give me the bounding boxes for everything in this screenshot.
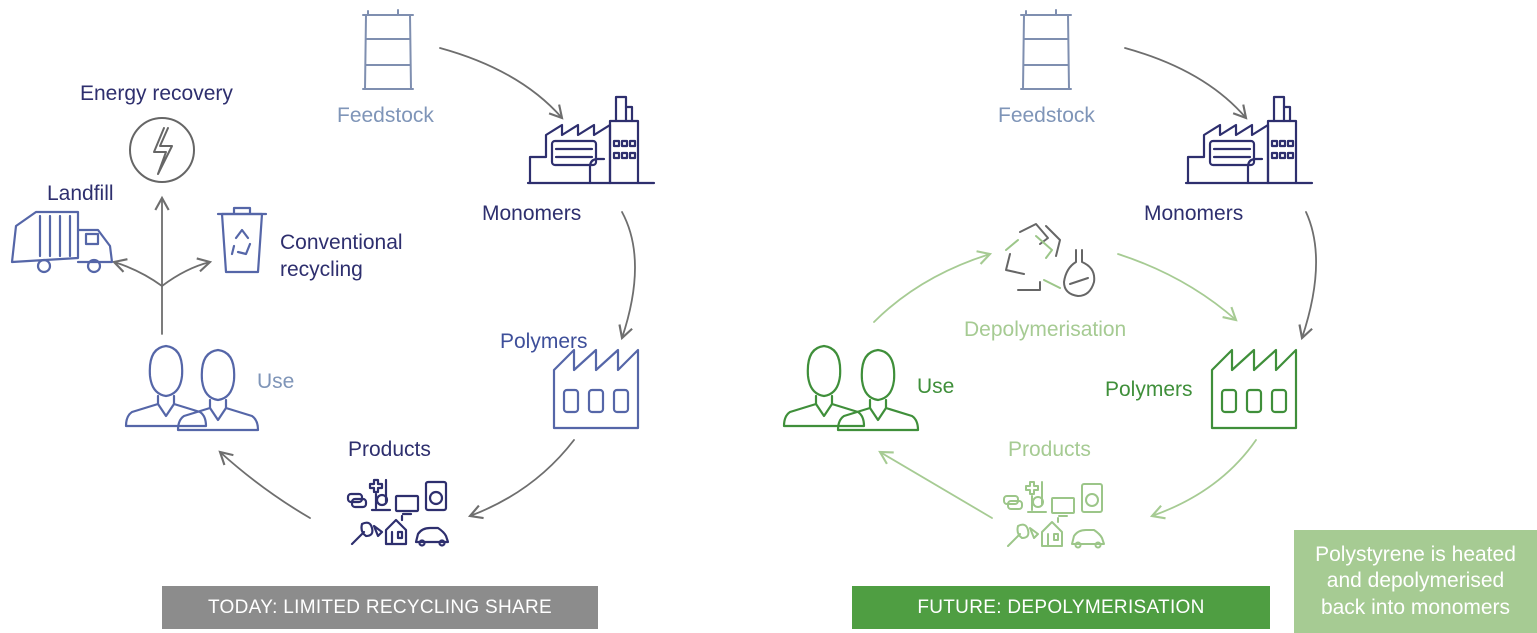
recycle-arrows-green bbox=[1005, 235, 1061, 289]
consumer-products-icon-future bbox=[1003, 481, 1105, 549]
arrow-monomers-to-polymers-future bbox=[1298, 211, 1317, 341]
today-arrows bbox=[111, 47, 636, 520]
energy-recovery-label: Energy recovery bbox=[80, 82, 233, 105]
sawtooth-factory-icon-future bbox=[1210, 348, 1298, 430]
future-feedstock-label: Feedstock bbox=[998, 104, 1095, 127]
arrow-polymers-to-products-future bbox=[1149, 439, 1257, 520]
future-use-label: Use bbox=[917, 375, 955, 398]
arrow-monomers-to-polymers bbox=[618, 211, 636, 341]
people-icon-future bbox=[782, 344, 920, 432]
future-banner: FUTURE: DEPOLYMERISATION bbox=[852, 586, 1270, 629]
arrow-feedstock-to-monomers bbox=[439, 47, 564, 120]
depolymerisation-label: Depolymerisation bbox=[964, 318, 1127, 341]
arrow-products-to-use bbox=[218, 450, 311, 519]
today-banner: TODAY: LIMITED RECYCLING SHARE bbox=[162, 586, 598, 629]
future-polymers-label: Polymers bbox=[1105, 378, 1193, 401]
depolymerisation-note: Polystyrene is heated and depolymerised … bbox=[1294, 530, 1537, 633]
conventional-recycling-label-line1: Conventional bbox=[280, 231, 403, 254]
today-use-label: Use bbox=[257, 370, 295, 393]
oil-barrel-icon bbox=[362, 9, 414, 90]
arrow-to-conventional-recycling bbox=[161, 257, 213, 287]
future-monomers-label: Monomers bbox=[1144, 202, 1244, 225]
today-monomers-label: Monomers bbox=[482, 202, 582, 225]
note-line-1: Polystyrene is heated bbox=[1315, 543, 1516, 567]
conventional-recycling-label-line2: recycling bbox=[280, 258, 363, 281]
recycle-bin-icon bbox=[216, 206, 268, 274]
garbage-truck-icon bbox=[10, 210, 114, 274]
today-polymers-label: Polymers bbox=[500, 330, 588, 353]
today-products-label: Products bbox=[348, 438, 431, 461]
factory-icon bbox=[526, 95, 656, 185]
future-products-label: Products bbox=[1008, 438, 1091, 461]
sawtooth-factory-icon bbox=[552, 348, 640, 430]
recycle-flask-icon bbox=[1005, 223, 1096, 297]
future-arrows bbox=[873, 47, 1317, 520]
today-feedstock-label: Feedstock bbox=[337, 104, 434, 127]
arrow-polymers-to-products bbox=[467, 439, 575, 520]
factory-icon-future bbox=[1184, 95, 1314, 185]
arrow-use-to-depolymerisation bbox=[873, 250, 993, 323]
arrow-depolymerisation-to-polymers bbox=[1117, 253, 1238, 322]
landfill-label: Landfill bbox=[47, 182, 114, 205]
arrow-feedstock-to-monomers-future bbox=[1124, 47, 1248, 120]
people-icon bbox=[124, 344, 260, 432]
arrow-to-landfill bbox=[111, 258, 163, 287]
note-line-2: and depolymerised bbox=[1326, 569, 1505, 593]
arrow-products-to-use-future bbox=[878, 450, 993, 519]
consumer-products-icon bbox=[346, 478, 450, 547]
note-line-3: back into monomers bbox=[1320, 595, 1511, 619]
oil-barrel-icon-future bbox=[1020, 9, 1072, 90]
lightning-icon bbox=[129, 117, 195, 183]
